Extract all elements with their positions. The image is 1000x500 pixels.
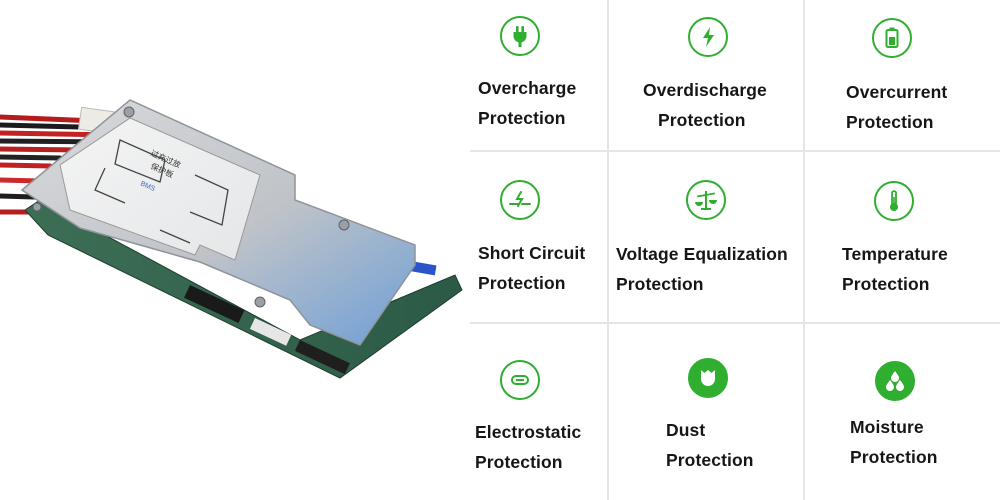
schematic-drawing <box>94 139 229 244</box>
water-drops-icon <box>875 361 915 401</box>
plug-icon <box>500 16 540 56</box>
grid-divider <box>607 0 609 500</box>
balance-scale-icon <box>686 180 726 220</box>
screws <box>32 106 350 308</box>
shield-icon <box>688 358 728 398</box>
grid-divider <box>470 150 1000 152</box>
electrostatic-icon <box>500 360 540 400</box>
pcb-components <box>184 260 437 375</box>
short-circuit-icon <box>500 180 540 220</box>
thermometer-icon <box>874 181 914 221</box>
grid-divider <box>470 322 1000 324</box>
grid-divider <box>803 0 805 500</box>
bms-board-photo: 过充过放 保护板 BMS <box>0 99 463 379</box>
lightning-bolt-icon <box>688 17 728 57</box>
battery-icon <box>872 18 912 58</box>
board-label-sticker <box>59 117 261 261</box>
